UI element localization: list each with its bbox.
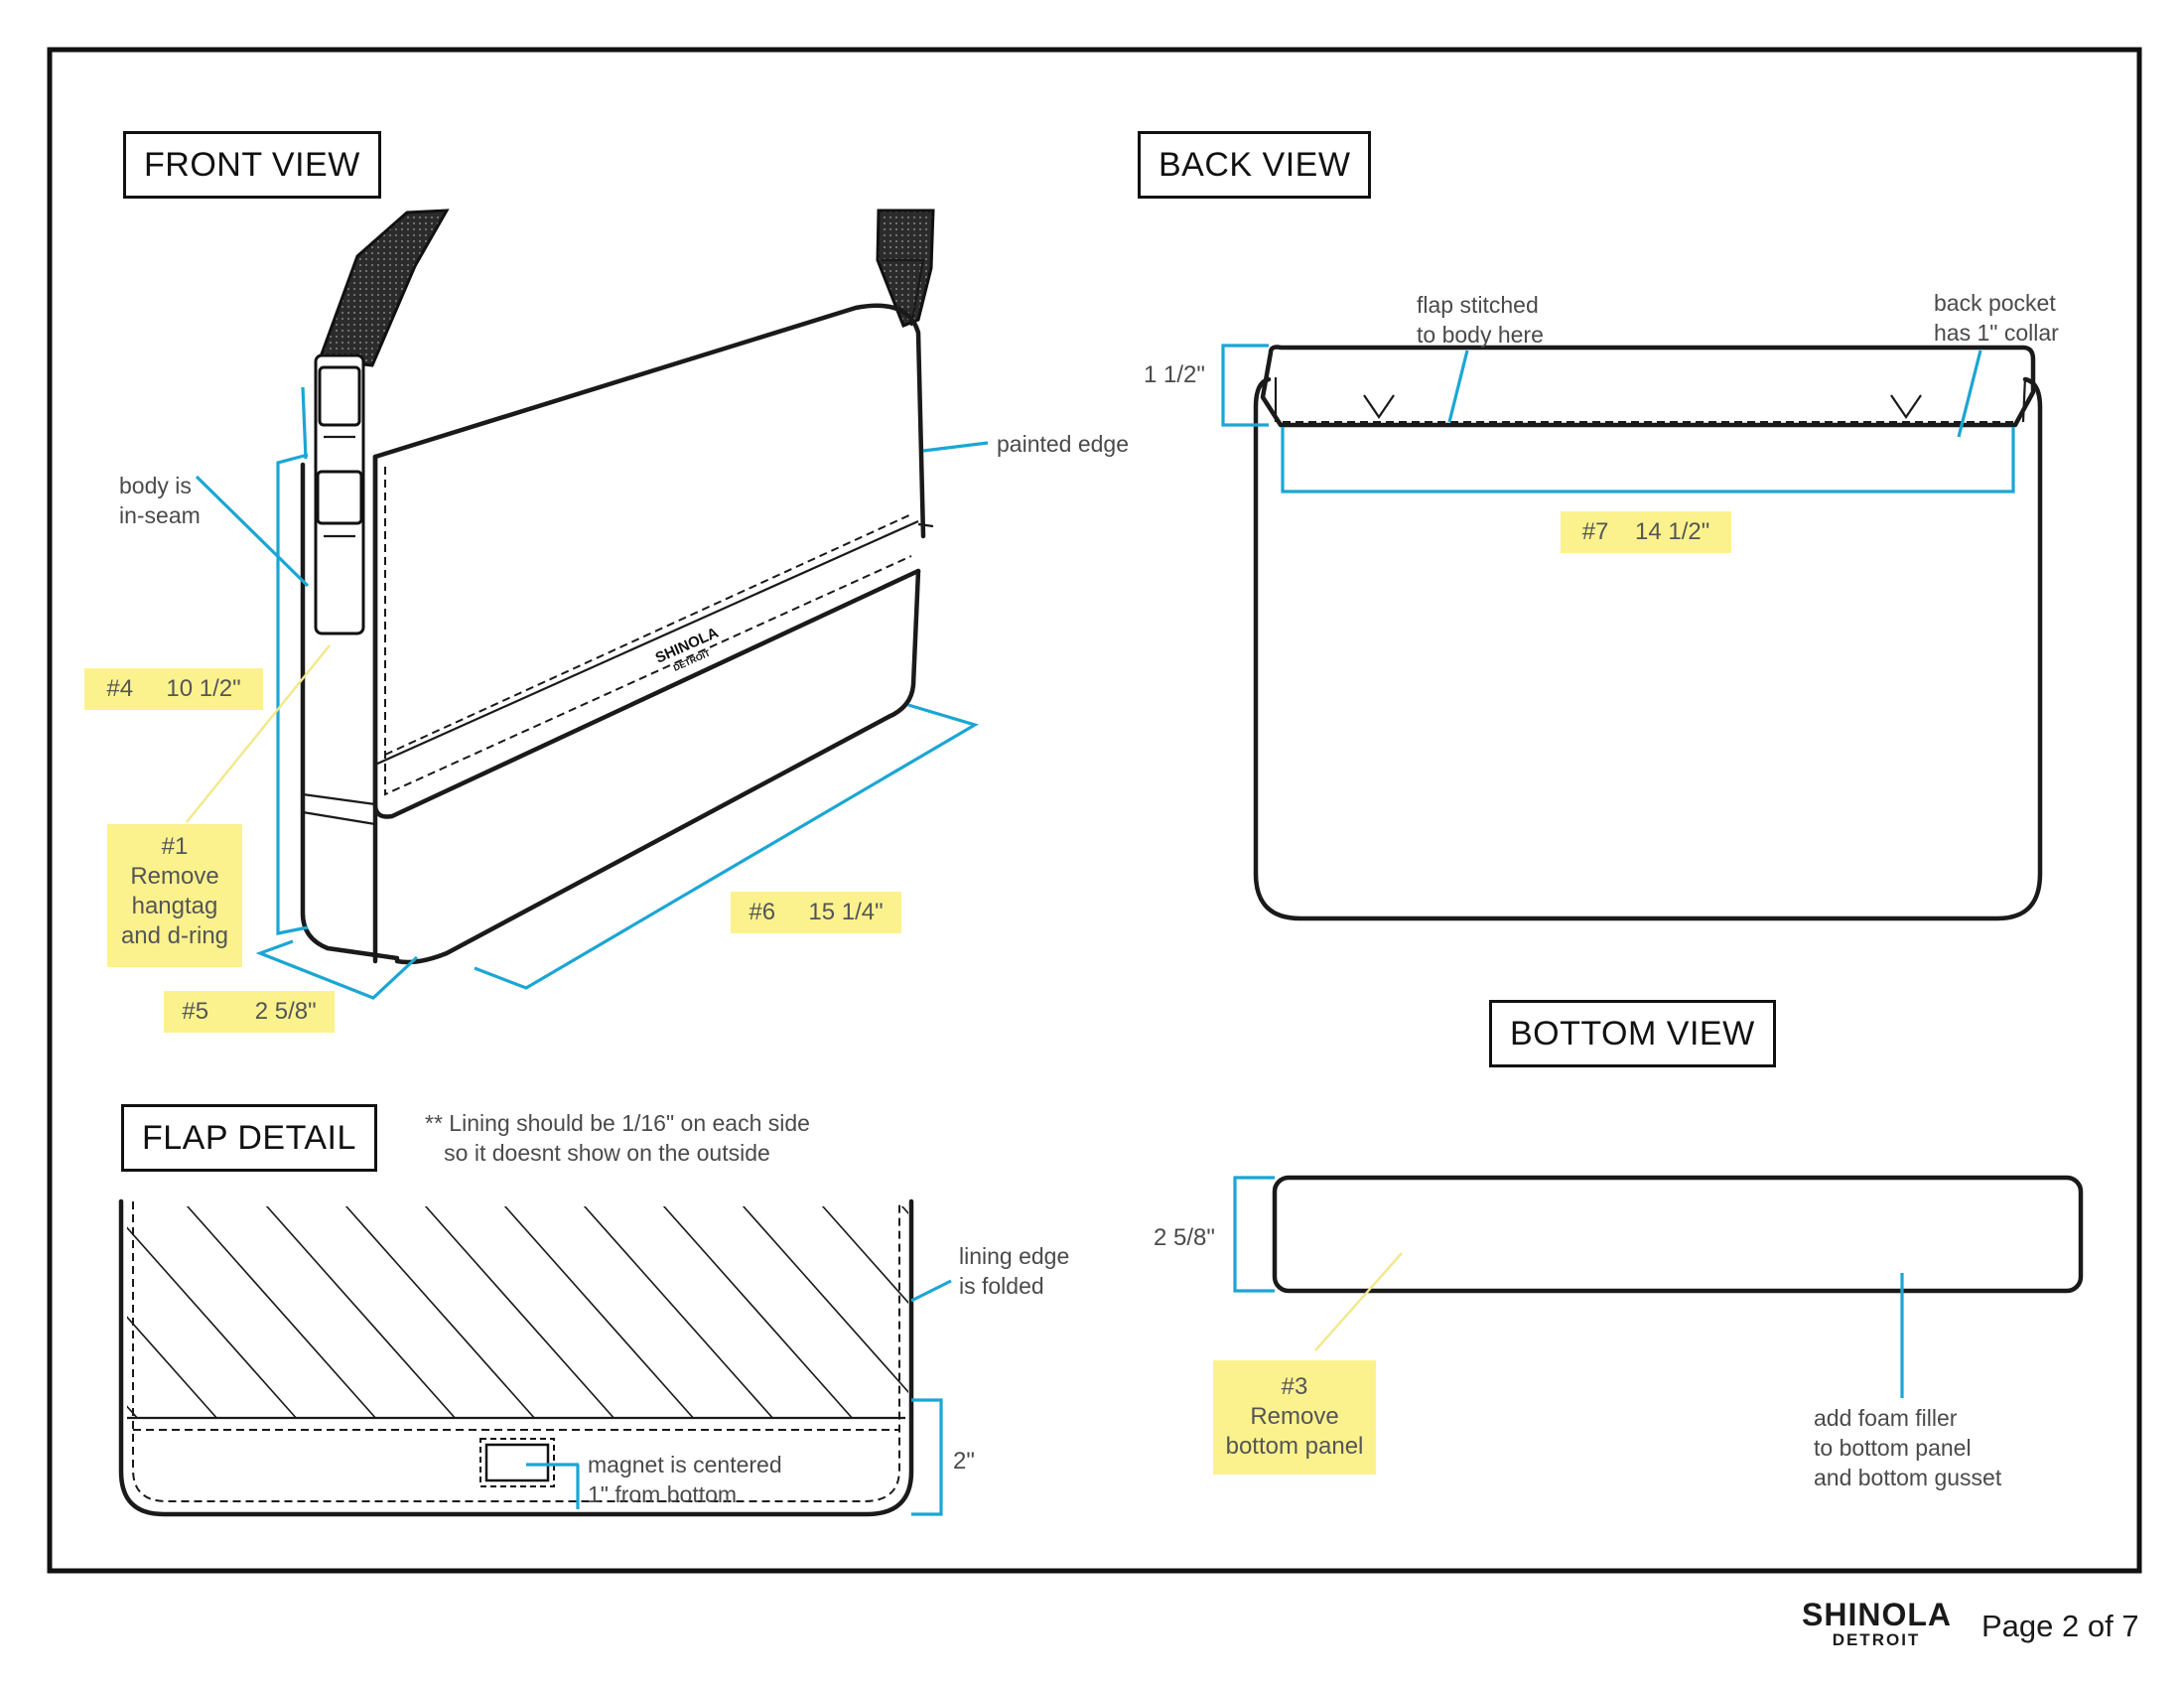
footer-logo-text: SHINOLA [1802,1597,1952,1632]
painted-edge-note: painted edge [997,431,1130,457]
tag-6-length: #6 15 1/4" [731,892,901,933]
back-view-title: BACK VIEW [1138,131,1372,199]
tag-1-remove-hangtag: #1 Remove hangtag and d-ring [107,824,242,967]
bottom-view-drawing [1233,1175,2084,1398]
flap-height-dim: 2" [953,1448,975,1475]
tag-4-height: #4 10 1/2" [84,668,263,710]
bottom-view-title: BOTTOM VIEW [1489,1000,1776,1067]
tag-5-depth: #5 2 5/8" [164,991,335,1033]
back-height-dim: 1 1/2" [1144,361,1205,388]
flap-stitched-note: flap stitched to body here [1417,292,1544,348]
footer-logo-sub: DETROIT [1832,1630,1921,1649]
tag-3-remove-bottom-panel: #3 Remove bottom panel [1213,1360,1376,1475]
lining-edge-note: lining edge is folded [959,1243,1070,1299]
footer-logo: SHINOLA DETROIT [1802,1599,1951,1650]
bottom-height-dim: 2 5/8" [1154,1224,1215,1251]
strap-right [876,209,935,328]
magnet-note: magnet is centered 1" from bottom [588,1452,782,1507]
front-view-title: FRONT VIEW [123,131,381,199]
foam-filler-note: add foam filler to bottom panel and bott… [1814,1405,2002,1490]
tag-7-width: #7 14 1/2" [1561,511,1731,553]
back-pocket-note: back pocket has 1" collar [1934,290,2059,346]
back-view-drawing [1221,344,2043,921]
front-view-drawing [300,209,935,965]
front-dimension-lines [186,386,989,1000]
strap-left [317,209,450,367]
flap-detail-title: FLAP DETAIL [121,1104,377,1172]
lining-instruction-note: ** Lining should be 1/16" on each side s… [425,1110,810,1166]
page-number: Page 2 of 7 [1981,1609,2139,1643]
sheet-border [47,47,2142,1574]
flap-detail-drawing [118,1198,952,1517]
body-in-seam-note: body is in-seam [119,473,201,528]
